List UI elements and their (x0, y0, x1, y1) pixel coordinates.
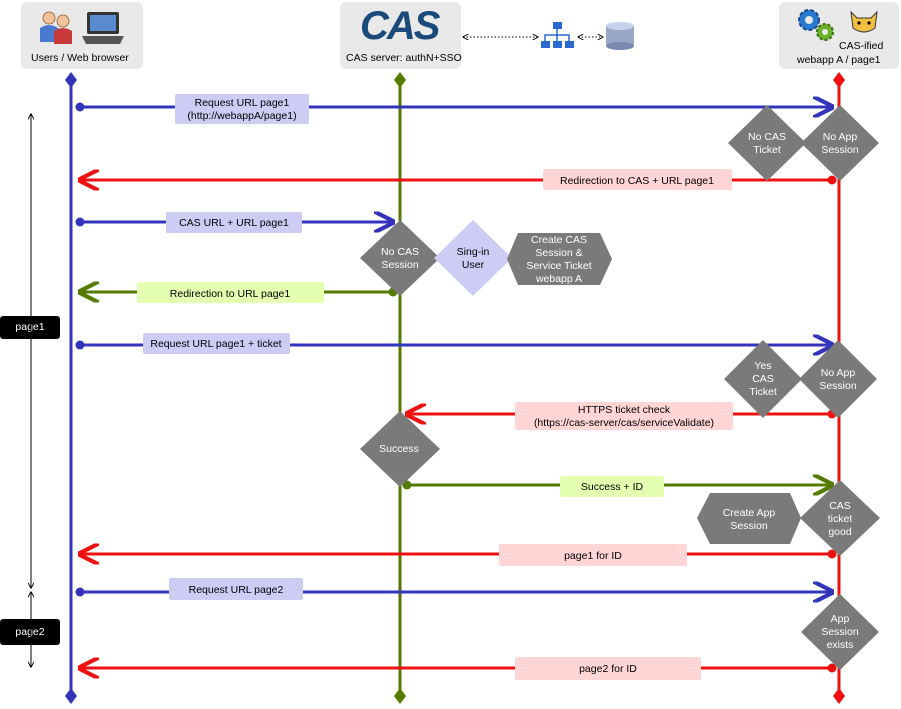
cas-lifeline-bottom (394, 688, 406, 704)
decision-label: Session (381, 259, 419, 271)
webapp-lifeline-bottom (833, 688, 845, 704)
message-m8: page1 for ID (80, 544, 837, 566)
message-label: Request URL page2 (189, 584, 284, 596)
cas-logo: CAS (360, 4, 440, 48)
decision-label: CAS (752, 373, 774, 385)
action-label: webapp A (535, 273, 582, 285)
message-label: (https://cas-server/cas/serviceValidate) (534, 417, 714, 429)
cas-header: CAS CAS server: authN+SSO (340, 2, 462, 69)
message-m3: CAS URL + URL page1 (75, 212, 394, 233)
decision-label: ticket (828, 513, 853, 525)
webapp-label-line1: CAS-ified (839, 40, 884, 52)
message-m7: Success + ID (402, 476, 833, 497)
decision-d9: App Session exists (801, 594, 879, 670)
decision-label: No App (823, 131, 858, 143)
webapp-label-line2: webapp A / page1 (797, 54, 881, 66)
decision-label: Session (821, 626, 859, 638)
tomcat-icon (850, 10, 878, 33)
decision-d6: No App Session (799, 340, 877, 418)
message-label: CAS URL + URL page1 (179, 217, 289, 229)
laptop-icon (82, 12, 124, 44)
decision-label: exists (827, 639, 854, 651)
decision-d1: No CAS Ticket (728, 105, 806, 181)
decision-label: No CAS (381, 246, 419, 258)
decision-label: App (831, 613, 850, 625)
message-m2: Redirection to CAS + URL page1 (80, 169, 837, 190)
decision-label: Session (821, 144, 859, 156)
browser-lifeline-top (65, 72, 77, 88)
decision-d3: No CAS Session (360, 220, 440, 296)
action-label: Session (730, 520, 768, 532)
decision-d7: Success (360, 411, 440, 487)
message-label: page1 for ID (564, 550, 622, 562)
message-m5: Request URL page1 + ticket (75, 333, 833, 354)
browser-lifeline-bottom (65, 688, 77, 704)
decision-label: No App (821, 367, 856, 379)
message-m4: Redirection to URL page1 (80, 282, 398, 303)
webapp-header: CAS-ified webapp A / page1 (779, 2, 899, 69)
decision-label: good (828, 526, 852, 538)
decision-label: CAS (829, 500, 851, 512)
action-a1: Create CAS Session & Service Ticket weba… (507, 233, 612, 285)
message-m9: Request URL page2 (75, 578, 833, 600)
browser-label: Users / Web browser (31, 52, 129, 64)
message-label: Redirection to URL page1 (170, 288, 291, 300)
decision-label: Ticket (749, 386, 777, 398)
message-label: (http://webappA/page1) (187, 110, 296, 122)
decision-label: No CAS (748, 131, 786, 143)
action-label: Create CAS (531, 234, 587, 246)
message-label: Redirection to CAS + URL page1 (560, 175, 714, 187)
action-a2: Create App Session (697, 493, 801, 544)
cas-label: CAS server: authN+SSO (346, 52, 462, 64)
action-label: Session & (535, 247, 582, 259)
message-label: HTTPS ticket check (578, 404, 671, 416)
webapp-lifeline-top (833, 72, 845, 88)
decision-label: Sing-in (457, 246, 490, 258)
decision-label: Session (819, 380, 857, 392)
message-m10: page2 for ID (80, 657, 837, 680)
decision-d2: No App Session (801, 105, 879, 181)
browser-header: Users / Web browser (21, 2, 143, 69)
message-m1: Request URL page1 (http://webappA/page1) (75, 94, 833, 124)
action-label: Service Ticket (526, 260, 591, 272)
message-label: page2 for ID (579, 663, 637, 675)
decision-d8: CAS ticket good (800, 480, 880, 556)
database-icon (606, 22, 634, 50)
decision-label: User (462, 259, 485, 271)
decision-d5: Yes CAS Ticket (724, 340, 802, 418)
message-label: Request URL page1 (195, 97, 290, 109)
message-label: Success + ID (581, 481, 644, 493)
message-label: Request URL page1 + ticket (150, 338, 281, 350)
decision-label: Ticket (753, 144, 781, 156)
action-label: Create App (723, 507, 776, 519)
decision-label: Success (379, 443, 419, 455)
decision-d4: Sing-in User (434, 220, 512, 296)
decision-label: Yes (754, 360, 771, 372)
gears-icon (798, 9, 834, 41)
network-icon (541, 22, 574, 48)
users-icon (40, 11, 72, 44)
cas-lifeline-top (394, 72, 406, 88)
